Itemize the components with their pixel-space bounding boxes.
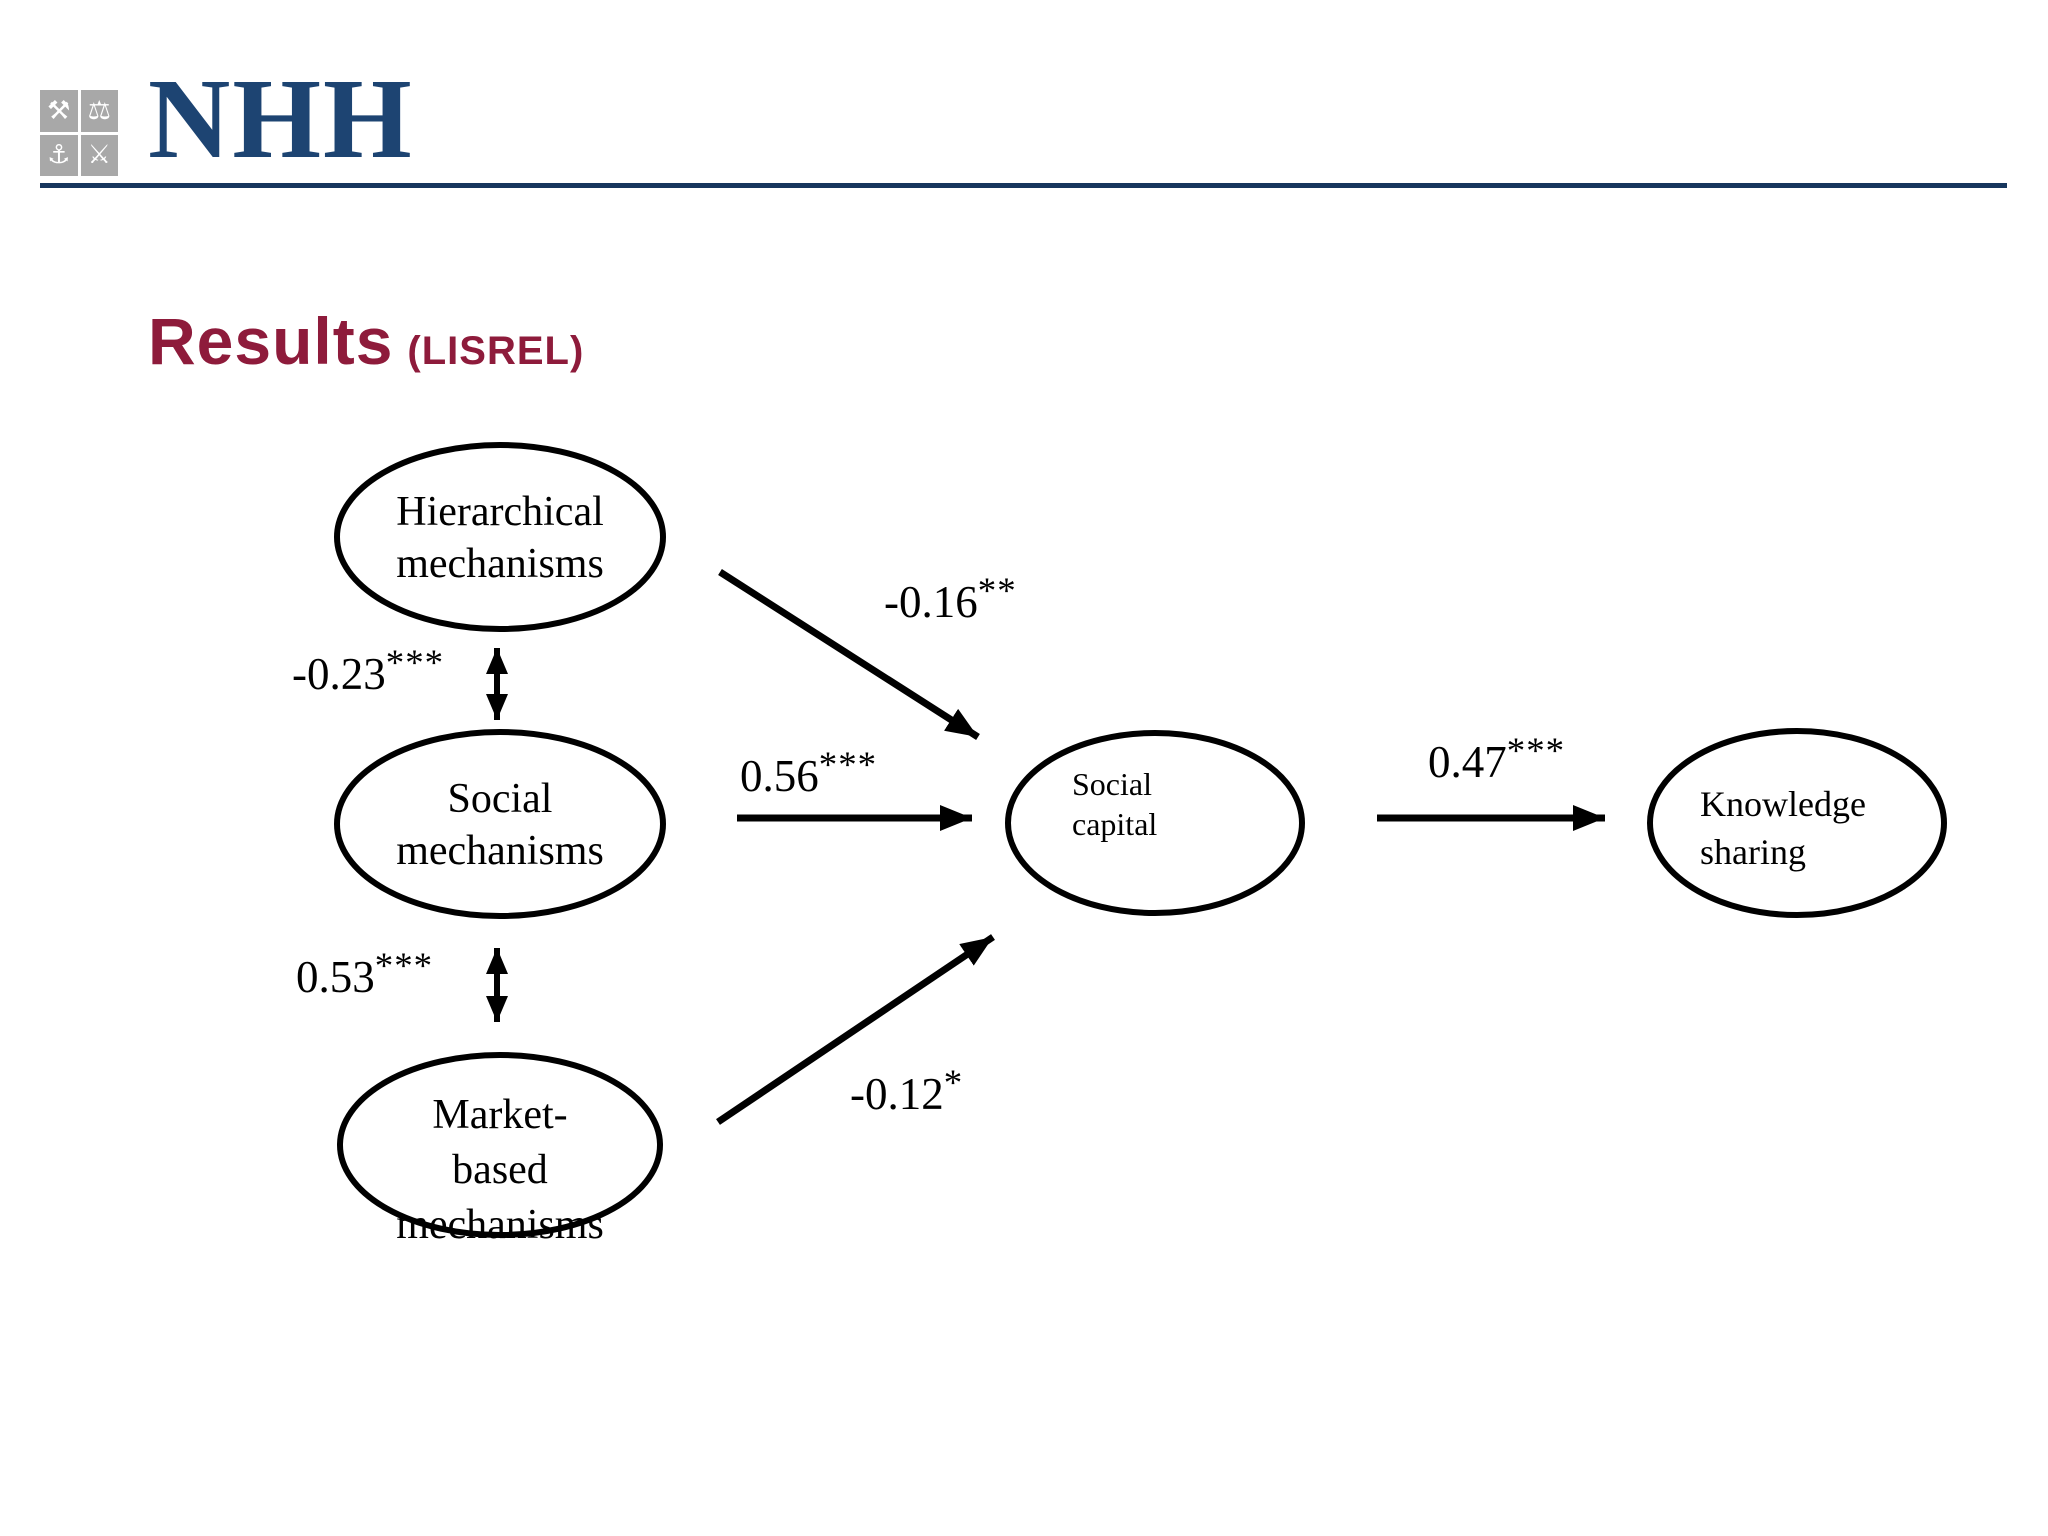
coefficient-market-based-to-social-capital: -0.12*: [850, 1064, 963, 1119]
scales-icon: ⚖: [80, 90, 118, 132]
node-label-line: sharing: [1700, 832, 1806, 872]
node-label-line: Market-: [432, 1092, 568, 1138]
node-label-line: Hierarchical: [396, 489, 604, 535]
coefficient-value: 0.56: [740, 751, 819, 801]
node-label-line: based: [452, 1147, 548, 1193]
nhh-logotype: NHH: [148, 55, 414, 182]
coefficient-value: 0.47: [1428, 737, 1507, 787]
page-title-suffix: (LISREL): [407, 329, 585, 373]
node-knowledge-sharing: [1647, 728, 1947, 918]
node-social-capital: [1005, 730, 1305, 916]
node-label-line: capital: [1072, 806, 1158, 842]
coefficient-hierarchical-social-covariance: -0.23***: [292, 644, 444, 699]
node-label-line: mechanisms: [396, 541, 604, 587]
nhh-logo-emblem: ⚒ ⚖ ⚓ ⚔: [40, 90, 118, 176]
coefficient-value: -0.12: [850, 1069, 944, 1119]
node-label-line: Social: [1072, 766, 1152, 802]
page-title: Results (LISREL): [148, 303, 584, 379]
page-title-main: Results: [148, 304, 394, 378]
coefficient-value: -0.23: [292, 649, 386, 699]
significance-stars: ***: [818, 743, 878, 785]
coefficient-social-capital-to-knowledge-sharing: 0.47***: [1428, 732, 1565, 787]
significance-stars: ***: [374, 944, 434, 986]
anchor-icon: ⚓: [40, 134, 78, 176]
significance-stars: *: [943, 1061, 964, 1103]
node-label-social-capital: Social capital: [1072, 764, 1157, 844]
node-label-line: Social: [447, 776, 553, 822]
node-label-line: mechanisms: [396, 828, 604, 874]
node-market-based-mechanisms: [337, 1052, 663, 1238]
header-divider: [40, 183, 2007, 188]
coefficient-value: -0.16: [884, 577, 978, 627]
node-label-line: Knowledge: [1700, 784, 1866, 824]
node-label-market-based-mechanisms: Market- based mechanisms: [340, 1088, 660, 1253]
arrow-market-based-to-social-capital: [716, 934, 995, 1125]
node-social-mechanisms: [334, 729, 666, 919]
coefficient-value: 0.53: [296, 952, 375, 1002]
node-label-knowledge-sharing: Knowledge sharing: [1700, 780, 1866, 876]
coefficient-social-market-covariance: 0.53***: [296, 947, 433, 1002]
significance-stars: ***: [1506, 729, 1566, 771]
node-label-hierarchical-mechanisms: Hierarchical mechanisms: [337, 486, 663, 590]
crossed-fish-icon: ⚔: [80, 134, 118, 176]
node-label-line: mechanisms: [396, 1202, 604, 1248]
significance-stars: ***: [385, 641, 445, 683]
significance-stars: **: [977, 569, 1017, 611]
arrow-hierarchical-to-social-capital: [718, 569, 980, 740]
coefficient-hierarchical-to-social-capital: -0.16**: [884, 572, 1017, 627]
node-hierarchical-mechanisms: [334, 442, 666, 632]
crossed-hammers-icon: ⚒: [40, 90, 78, 132]
node-label-social-mechanisms: Social mechanisms: [337, 773, 663, 877]
coefficient-social-mechanisms-to-social-capital: 0.56***: [740, 746, 877, 801]
